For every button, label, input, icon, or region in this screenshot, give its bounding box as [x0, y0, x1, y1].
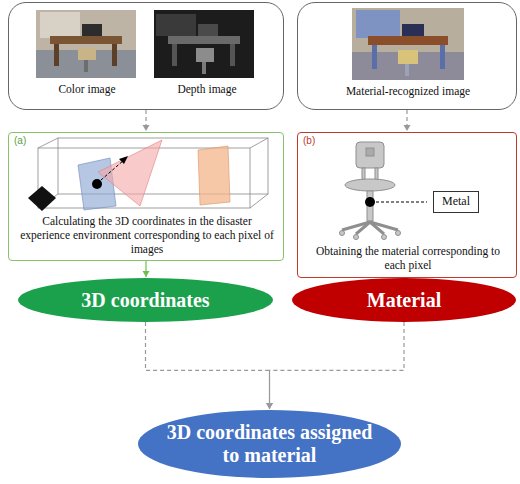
camera-icon: [28, 186, 56, 211]
arrowhead: [266, 403, 273, 409]
node-label: Metal: [442, 195, 470, 209]
arrowhead: [143, 271, 150, 277]
result-ellipse: 3D coordinates: [18, 278, 273, 322]
process-panel: (b) Obtaining the material corresponding …: [297, 132, 517, 278]
connector: [146, 322, 274, 409]
depth-photo: [154, 10, 254, 78]
node-label: 3D coordinates assigned to material: [165, 421, 375, 467]
connector: [266, 322, 404, 409]
panel-label: (a): [14, 135, 44, 147]
node-label: Material: [367, 289, 441, 312]
object-orange: [198, 146, 230, 205]
arrowhead: [266, 403, 273, 409]
caption-text: Calculating the 3D coordinates in the di…: [17, 215, 277, 256]
panel-label: (b): [303, 135, 333, 147]
pixel-point: [365, 197, 375, 207]
connector: [404, 110, 411, 131]
input-images-box: Material-recognized image: [297, 2, 517, 110]
environment-wireframe: [38, 138, 268, 208]
ray-arrowhead: [119, 156, 128, 164]
material-tag: Metal: [433, 191, 479, 213]
caption-text: Color image: [25, 83, 149, 97]
connector: [143, 110, 150, 131]
node-label: 3D coordinates: [81, 289, 209, 312]
input-images-box: Color imageDepth image: [8, 2, 284, 110]
connector-line: [146, 322, 270, 409]
pixel-point: [92, 179, 102, 189]
caption-text: Material-recognized image: [306, 85, 510, 99]
result-ellipse: Material: [292, 278, 516, 322]
connector: [143, 261, 150, 277]
caption-text: Depth image: [145, 83, 269, 97]
arrowhead: [404, 125, 411, 131]
chair-illustration: [340, 142, 401, 240]
connector-line: [270, 322, 405, 409]
output-ellipse: 3D coordinates assigned to material: [138, 410, 401, 478]
leader-line: [376, 202, 427, 203]
caption-text: Obtaining the material corresponding to …: [306, 245, 510, 273]
camera-frustum-pink: [98, 140, 162, 206]
arrowhead: [143, 125, 150, 131]
material-photo: [352, 8, 464, 80]
color-photo: [36, 10, 136, 78]
process-panel: (a) Calculating the 3D coordinates in the…: [8, 132, 284, 261]
ray-arrow: [101, 160, 124, 180]
